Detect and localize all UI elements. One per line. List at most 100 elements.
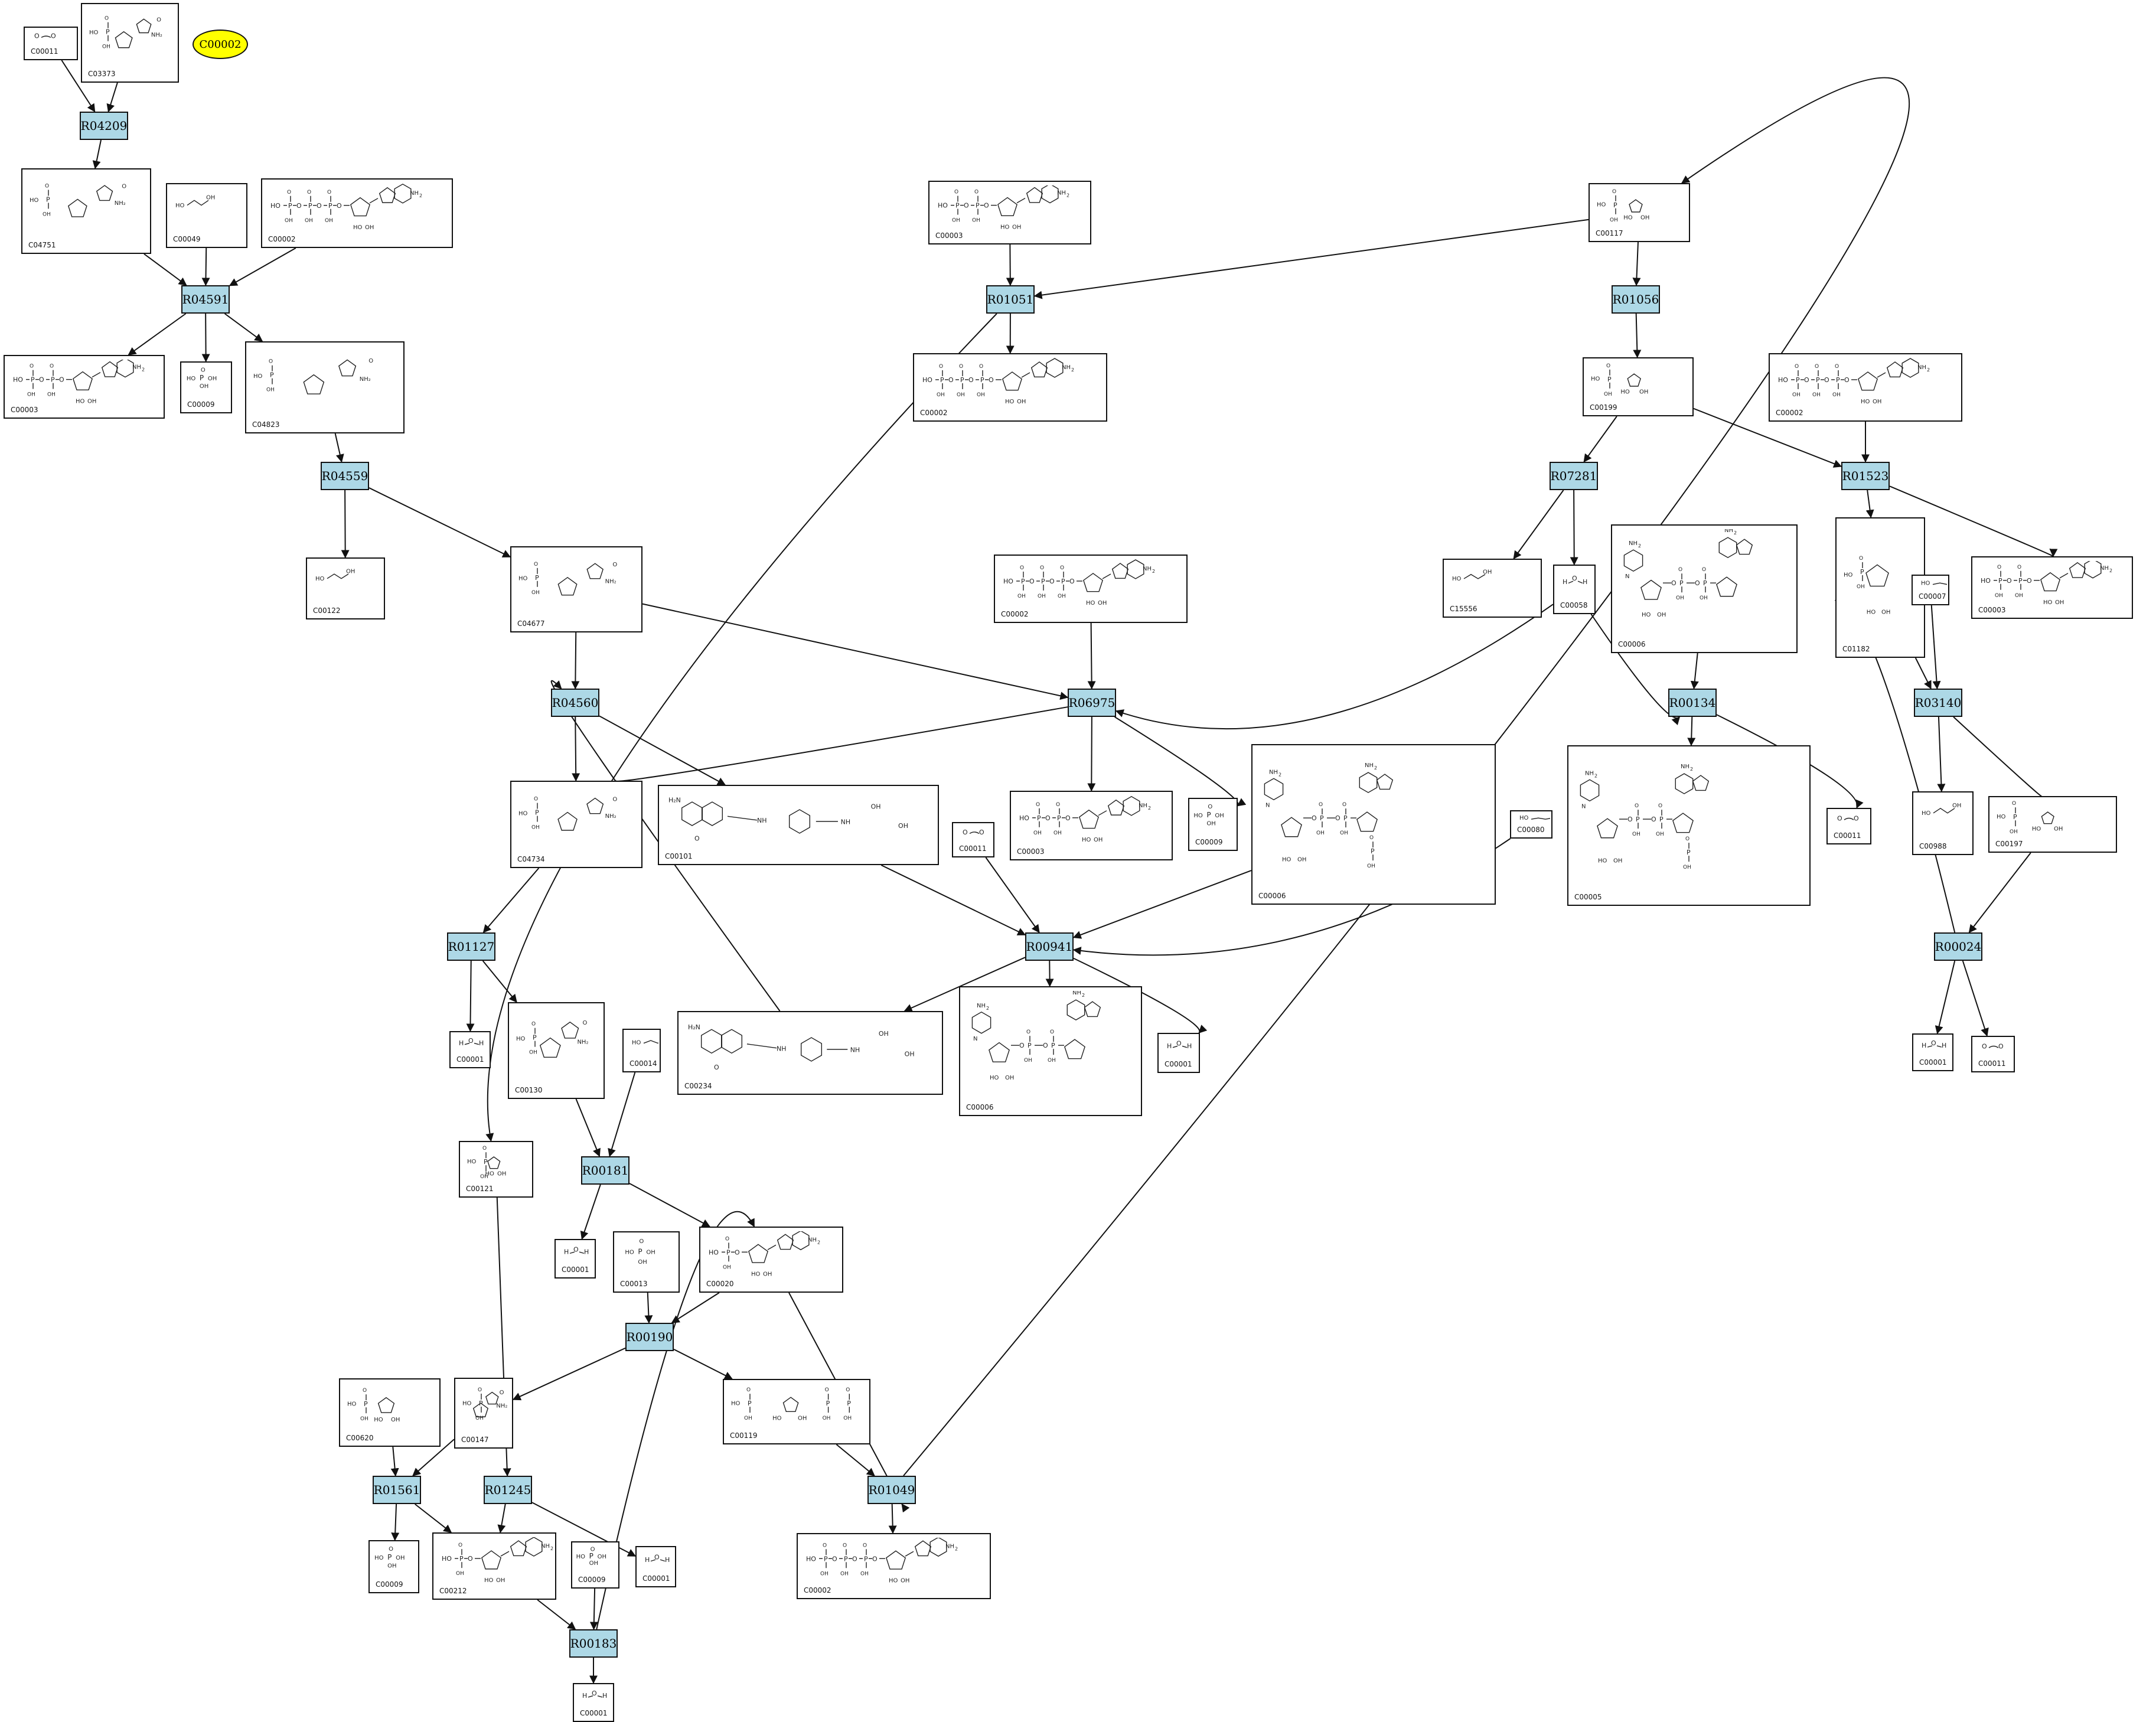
svg-text:H: H: [1563, 578, 1567, 586]
svg-text:O: O: [482, 1146, 487, 1152]
reaction-node-r00190[interactable]: R00190: [625, 1323, 674, 1351]
edge-R07281-n43: [1514, 490, 1563, 559]
compound-id-label: C00001: [1919, 1058, 1947, 1067]
compound-node-c00014[interactable]: HOOHC00014: [622, 1029, 661, 1072]
svg-text:O: O: [735, 1248, 740, 1256]
svg-text:2: 2: [419, 193, 422, 198]
reaction-node-r04560[interactable]: R04560: [551, 689, 599, 717]
svg-text:HO: HO: [1005, 399, 1015, 405]
reaction-node-r01561[interactable]: R01561: [373, 1476, 421, 1504]
compound-node-c00007[interactable]: HOOHC00007: [1912, 575, 1949, 605]
svg-text:NH: NH: [1585, 770, 1594, 777]
reaction-node-r00183[interactable]: R00183: [569, 1629, 618, 1658]
svg-text:OH: OH: [1098, 600, 1107, 606]
svg-text:OH: OH: [531, 590, 540, 596]
svg-text:HO: HO: [1452, 576, 1462, 582]
reaction-node-r00134[interactable]: R00134: [1668, 689, 1717, 717]
reaction-node-r07281[interactable]: R07281: [1550, 462, 1598, 490]
svg-text:HO: HO: [1921, 580, 1930, 587]
reaction-node-r04209[interactable]: R04209: [80, 112, 128, 140]
svg-text:O: O: [458, 1542, 462, 1548]
svg-text:O: O: [50, 364, 54, 370]
svg-text:O: O: [1844, 376, 1850, 384]
svg-text:P: P: [748, 1400, 752, 1407]
reaction-node-r01245[interactable]: R01245: [484, 1476, 532, 1504]
reaction-node-r01056[interactable]: R01056: [1612, 285, 1660, 314]
reaction-node-r01127[interactable]: R01127: [447, 932, 495, 961]
svg-text:O: O: [468, 1037, 474, 1045]
edge-R04209-n03: [95, 140, 101, 168]
svg-text:OH: OH: [1812, 392, 1821, 398]
svg-text:P: P: [1679, 579, 1684, 587]
compound-node-c00080[interactable]: HOOHC00080: [1510, 810, 1552, 839]
edge-R00134-n49: [1691, 717, 1692, 745]
reaction-node-r04591[interactable]: R04591: [181, 285, 230, 314]
compound-id-label: C00009: [578, 1576, 606, 1584]
svg-text:O: O: [1671, 579, 1676, 587]
reaction-node-r03140[interactable]: R03140: [1914, 689, 1962, 717]
reaction-node-r00181[interactable]: R00181: [581, 1156, 629, 1185]
reaction-node-r06975[interactable]: R06975: [1068, 689, 1116, 717]
svg-text:OH: OH: [529, 1050, 537, 1056]
reaction-node-r01049[interactable]: R01049: [867, 1476, 916, 1504]
reaction-node-r01523[interactable]: R01523: [1841, 462, 1890, 490]
highlighted-compound-node[interactable]: C00002: [193, 30, 248, 59]
reaction-node-r04559[interactable]: R04559: [321, 462, 369, 490]
reaction-node-r00941[interactable]: R00941: [1025, 932, 1074, 961]
reaction-node-r01051[interactable]: R01051: [986, 285, 1035, 314]
reaction-node-r00024[interactable]: R00024: [1934, 932, 1982, 961]
